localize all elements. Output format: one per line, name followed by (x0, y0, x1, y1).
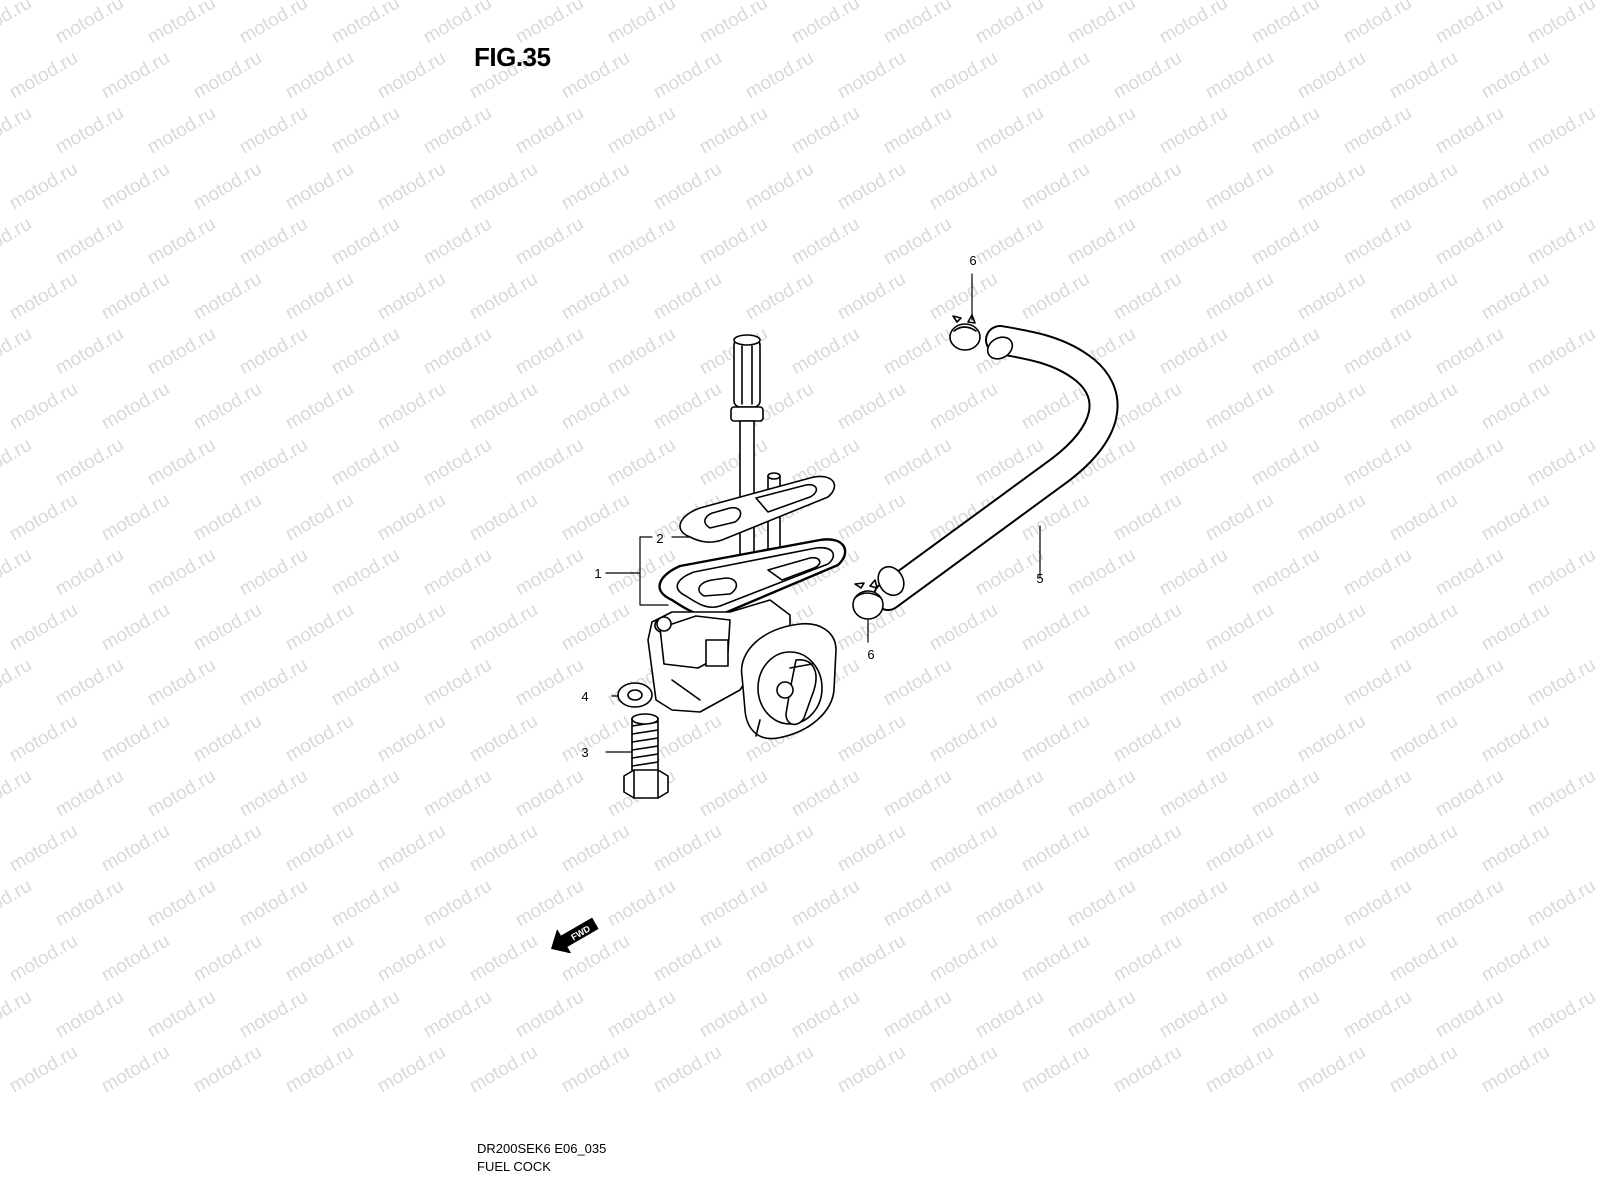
hose-clamp-top (949, 314, 981, 351)
callout-3: 3 (581, 745, 588, 760)
fuel-cock-lever (740, 623, 837, 740)
washer (617, 682, 653, 708)
hose-clamp-bottom (852, 579, 884, 620)
callout-5: 5 (1036, 571, 1043, 586)
fuel-hose (873, 325, 1119, 611)
callout-2: 2 (656, 531, 663, 546)
callout-leaders (605, 273, 1041, 753)
diagram-caption: DR200SEK6 E06_035 FUEL COCK (477, 1140, 606, 1176)
fwd-arrow-icon: FWD (551, 917, 599, 954)
fuel-pickup-tube (730, 334, 781, 582)
screw (623, 713, 669, 799)
diagram-code: DR200SEK6 E06_035 (477, 1141, 607, 1156)
figure-title: FIG.35 (474, 42, 551, 72)
callout-6-top: 6 (969, 253, 976, 268)
callout-6-bottom: 6 (867, 647, 874, 662)
callout-1: 1 (594, 566, 601, 581)
gasket (679, 475, 836, 543)
diagram-name: FUEL COCK (477, 1159, 551, 1174)
callout-4: 4 (581, 689, 588, 704)
